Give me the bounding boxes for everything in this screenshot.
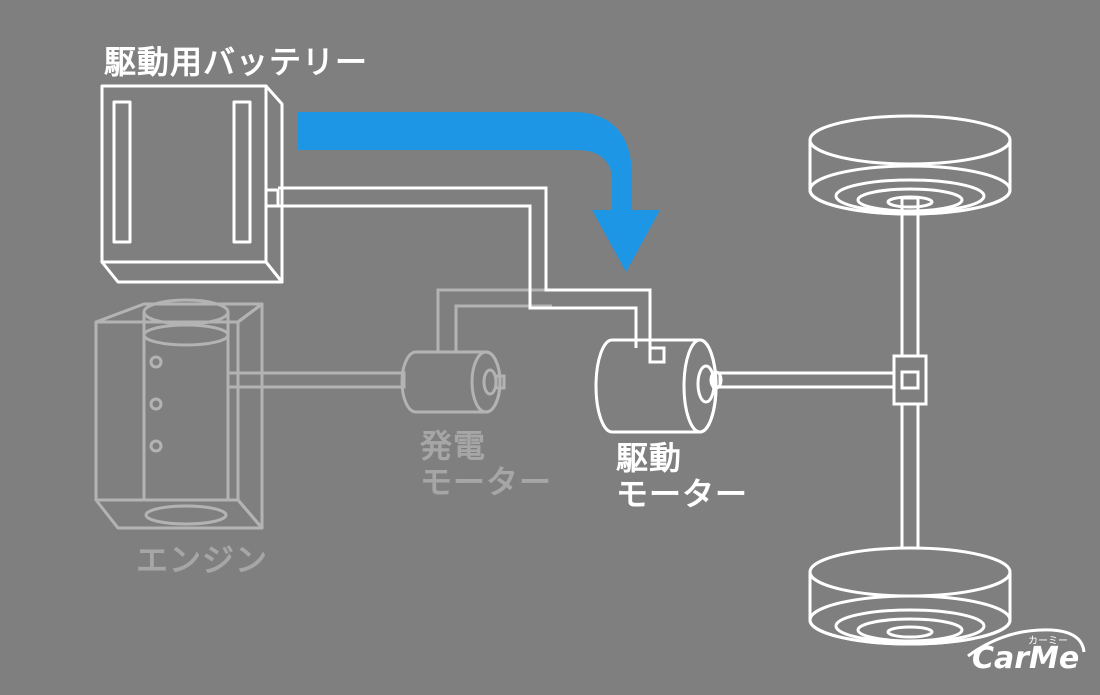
generator-label-line2: モーター	[420, 463, 553, 501]
logo-kana: カーミー	[1028, 636, 1068, 647]
power-line	[278, 186, 666, 364]
generator-label-line1: 発電	[420, 427, 487, 465]
wheel-bottom	[808, 546, 1012, 646]
battery-label: 駆動用バッテリー	[104, 43, 369, 81]
generator-feed-line	[436, 288, 552, 352]
drive-motor-label: 駆動 モーター	[616, 440, 748, 512]
carme-logo: CarMe	[972, 641, 1080, 676]
drive-label-line2: モーター	[616, 475, 749, 513]
drive-shaft	[718, 371, 898, 389]
generator-motor-label: 発電 モーター	[420, 428, 552, 500]
engine-block	[94, 298, 264, 530]
drive-label-line1: 駆動	[616, 439, 683, 477]
generator-motor	[400, 350, 506, 414]
energy-flow-arrow	[298, 112, 660, 272]
battery-box	[100, 84, 284, 284]
wheel-top	[808, 114, 1012, 216]
axle	[892, 196, 928, 574]
drive-motor	[594, 338, 723, 434]
engine-shaft	[226, 371, 406, 389]
engine-label: エンジン	[136, 541, 269, 579]
logo-swoosh-icon	[967, 628, 1086, 658]
